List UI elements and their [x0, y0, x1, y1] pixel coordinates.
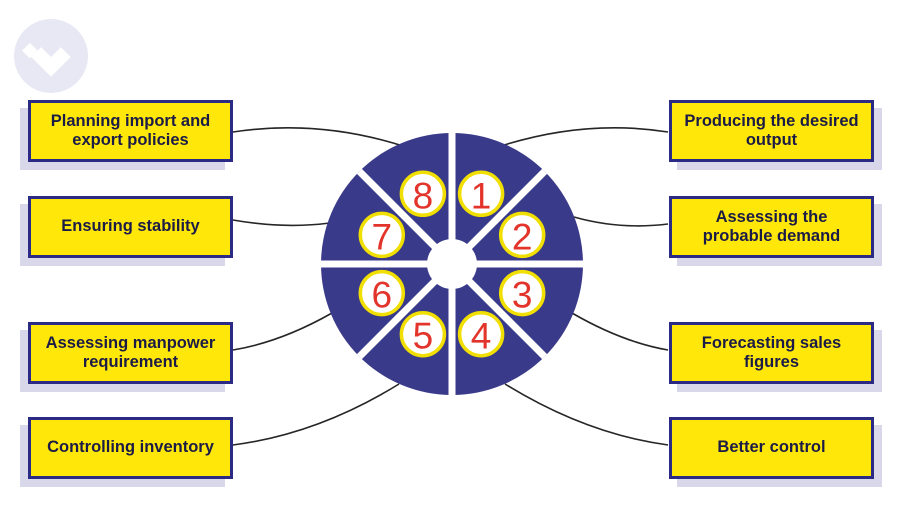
number-badge-8: [399, 170, 447, 218]
connector-forecasting-sales: [571, 312, 669, 351]
connector-producing-output: [500, 127, 669, 147]
label-box-controlling-inventory: Controlling inventory: [28, 417, 233, 479]
label-text: Ensuring stability: [61, 217, 200, 236]
label-text: Assessing the probable demand: [702, 207, 841, 245]
process-wheel: 1 2 3 4 5 6 7 8: [321, 133, 583, 395]
wheel-number-5: 5: [413, 316, 434, 357]
label-text: Controlling inventory: [47, 438, 214, 457]
label-box-planning-import-export: Planning import and export policies: [28, 100, 233, 162]
label-box-forecasting-sales: Forecasting sales figures: [669, 322, 874, 384]
label-text: Better control: [717, 438, 826, 457]
wheel-number-badges: 1 2 3 4 5 6 7 8: [358, 170, 546, 358]
wheel-number-4: 4: [471, 316, 492, 357]
number-badge-2: [498, 211, 546, 259]
connector-controlling-inventory: [232, 383, 400, 446]
label-box-ensuring-stability: Ensuring stability: [28, 196, 233, 258]
label-text: Forecasting sales figures: [701, 333, 842, 371]
label-text: Planning import and export policies: [50, 111, 211, 149]
label-box-assessing-manpower: Assessing manpower requirement: [28, 322, 233, 384]
connector-lines: [232, 127, 669, 446]
number-badge-4: [457, 310, 505, 358]
number-badge-1: [457, 170, 505, 218]
brand-logo: [14, 19, 88, 93]
label-box-assessing-demand: Assessing the probable demand: [669, 196, 874, 258]
connector-better-control: [504, 383, 669, 446]
wheel-number-8: 8: [413, 175, 434, 216]
connector-ensuring-stability: [232, 219, 331, 227]
number-badge-5: [399, 310, 447, 358]
connector-assessing-demand: [573, 216, 669, 227]
connector-planning-import: [232, 127, 404, 147]
wheel-number-7: 7: [372, 216, 393, 257]
wheel-number-1: 1: [471, 175, 492, 216]
number-badge-3: [498, 269, 546, 317]
number-badge-6: [358, 269, 406, 317]
label-box-better-control: Better control: [669, 417, 874, 479]
wheel-number-6: 6: [372, 275, 393, 316]
label-box-producing-output: Producing the desired output: [669, 100, 874, 162]
wheel-hub: [427, 239, 477, 289]
wheel-number-2: 2: [512, 216, 533, 257]
label-text: Assessing manpower requirement: [45, 333, 216, 371]
wheel-number-3: 3: [512, 275, 533, 316]
label-text: Producing the desired output: [684, 111, 859, 149]
connector-assessing-manpower: [232, 312, 333, 351]
number-badge-7: [358, 211, 406, 259]
